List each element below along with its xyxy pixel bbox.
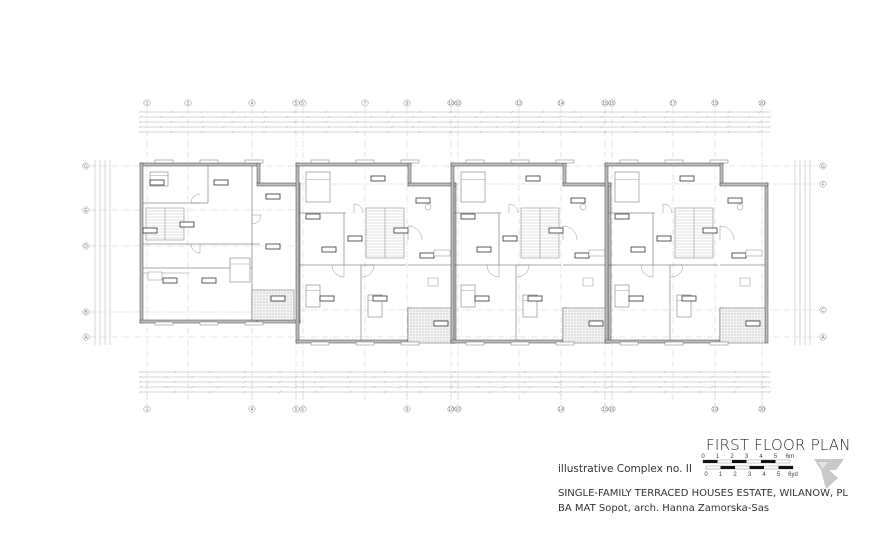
svg-text:10: 10 (448, 101, 454, 107)
svg-text:14: 14 (558, 101, 564, 107)
grid-bubble (758, 405, 766, 413)
grid-bubble (557, 405, 565, 413)
grid-bubble (299, 405, 307, 413)
unit-plan (604, 159, 769, 346)
svg-text:9: 9 (406, 101, 409, 107)
scale-bar: 0 1 2 3 4 5 6m 0 1 2 3 4 5 6yd (701, 454, 798, 478)
svg-text:9: 9 (406, 407, 409, 413)
svg-text:12: 12 (516, 101, 522, 107)
svg-text:5': 5' (301, 101, 305, 107)
svg-text:4: 4 (251, 407, 254, 413)
svg-text:5: 5 (777, 472, 781, 478)
grid-bubble (82, 333, 90, 341)
grid-bubble (515, 99, 523, 107)
svg-text:C: C (821, 308, 825, 314)
svg-text:15': 15' (609, 407, 616, 413)
svg-text:1: 1 (146, 407, 149, 413)
grid-bubble (248, 405, 256, 413)
grid-bubble (447, 99, 455, 107)
svg-text:1: 1 (146, 101, 149, 107)
svg-text:D: D (84, 244, 88, 250)
svg-text:E: E (84, 208, 88, 214)
grid-bubble (82, 242, 90, 250)
svg-text:20: 20 (759, 407, 765, 413)
grid-bubble (608, 99, 616, 107)
grid-bubble (758, 99, 766, 107)
grid-bubble (711, 405, 719, 413)
svg-text:4: 4 (762, 472, 766, 478)
grid-bubble (454, 99, 462, 107)
svg-text:19: 19 (712, 407, 718, 413)
svg-text:15: 15 (602, 101, 608, 107)
svg-text:5: 5 (295, 101, 298, 107)
grid-bubble (403, 99, 411, 107)
dimension-lines (94, 110, 811, 394)
svg-text:19: 19 (712, 101, 718, 107)
grid-bubble (184, 99, 192, 107)
architect-logo-icon (814, 459, 844, 489)
svg-text:6yd: 6yd (788, 472, 798, 478)
grid-bubble (711, 99, 719, 107)
svg-text:7: 7 (364, 101, 367, 107)
grid-bubble (292, 405, 300, 413)
svg-text:0: 0 (701, 454, 705, 460)
svg-text:4: 4 (759, 454, 763, 460)
grid-bubble (143, 99, 151, 107)
grid-bubble (819, 162, 827, 170)
unit-plan (450, 159, 612, 346)
svg-text:2: 2 (733, 472, 737, 478)
grid-bubble (248, 99, 256, 107)
grid-bubble (299, 99, 307, 107)
unit-plan (295, 159, 457, 346)
grid-bubble (819, 306, 827, 314)
svg-text:6m: 6m (786, 454, 794, 460)
svg-text:14: 14 (558, 407, 564, 413)
unit-plan (139, 159, 301, 326)
svg-text:5: 5 (774, 454, 778, 460)
svg-text:15': 15' (609, 101, 616, 107)
svg-text:F: F (821, 182, 824, 188)
grid-bubble (601, 405, 609, 413)
svg-text:G: G (84, 164, 88, 170)
svg-text:A: A (821, 335, 825, 341)
building-units (139, 159, 769, 346)
svg-text:5: 5 (295, 407, 298, 413)
svg-text:5': 5' (301, 407, 305, 413)
svg-text:3: 3 (745, 454, 749, 460)
svg-text:1: 1 (716, 454, 720, 460)
svg-text:4: 4 (251, 101, 254, 107)
grid-bubble (143, 405, 151, 413)
svg-text:10: 10 (448, 407, 454, 413)
svg-text:1: 1 (719, 472, 723, 478)
grid-bubble (601, 99, 609, 107)
grid-bubble (819, 180, 827, 188)
svg-text:G: G (821, 164, 825, 170)
grid-bubble (82, 206, 90, 214)
svg-text:10': 10' (455, 407, 462, 413)
svg-text:2: 2 (730, 454, 734, 460)
grid-bubble (608, 405, 616, 413)
grid-bubble (454, 405, 462, 413)
svg-text:20: 20 (759, 101, 765, 107)
grid-bubble (292, 99, 300, 107)
grid-bubble (82, 308, 90, 316)
svg-text:3: 3 (748, 472, 752, 478)
grid-bubble (819, 333, 827, 341)
svg-text:17: 17 (670, 101, 676, 107)
svg-text:0: 0 (704, 472, 708, 478)
svg-text:10': 10' (455, 101, 462, 107)
grid-bubble (557, 99, 565, 107)
grid-bubble (361, 99, 369, 107)
grid-bubble (403, 405, 411, 413)
grid-bubble (82, 162, 90, 170)
svg-text:2: 2 (187, 101, 190, 107)
grid-bubble (447, 405, 455, 413)
svg-text:A: A (84, 335, 88, 341)
svg-text:B: B (84, 310, 88, 316)
svg-text:15: 15 (602, 407, 608, 413)
grid-bubble (669, 99, 677, 107)
